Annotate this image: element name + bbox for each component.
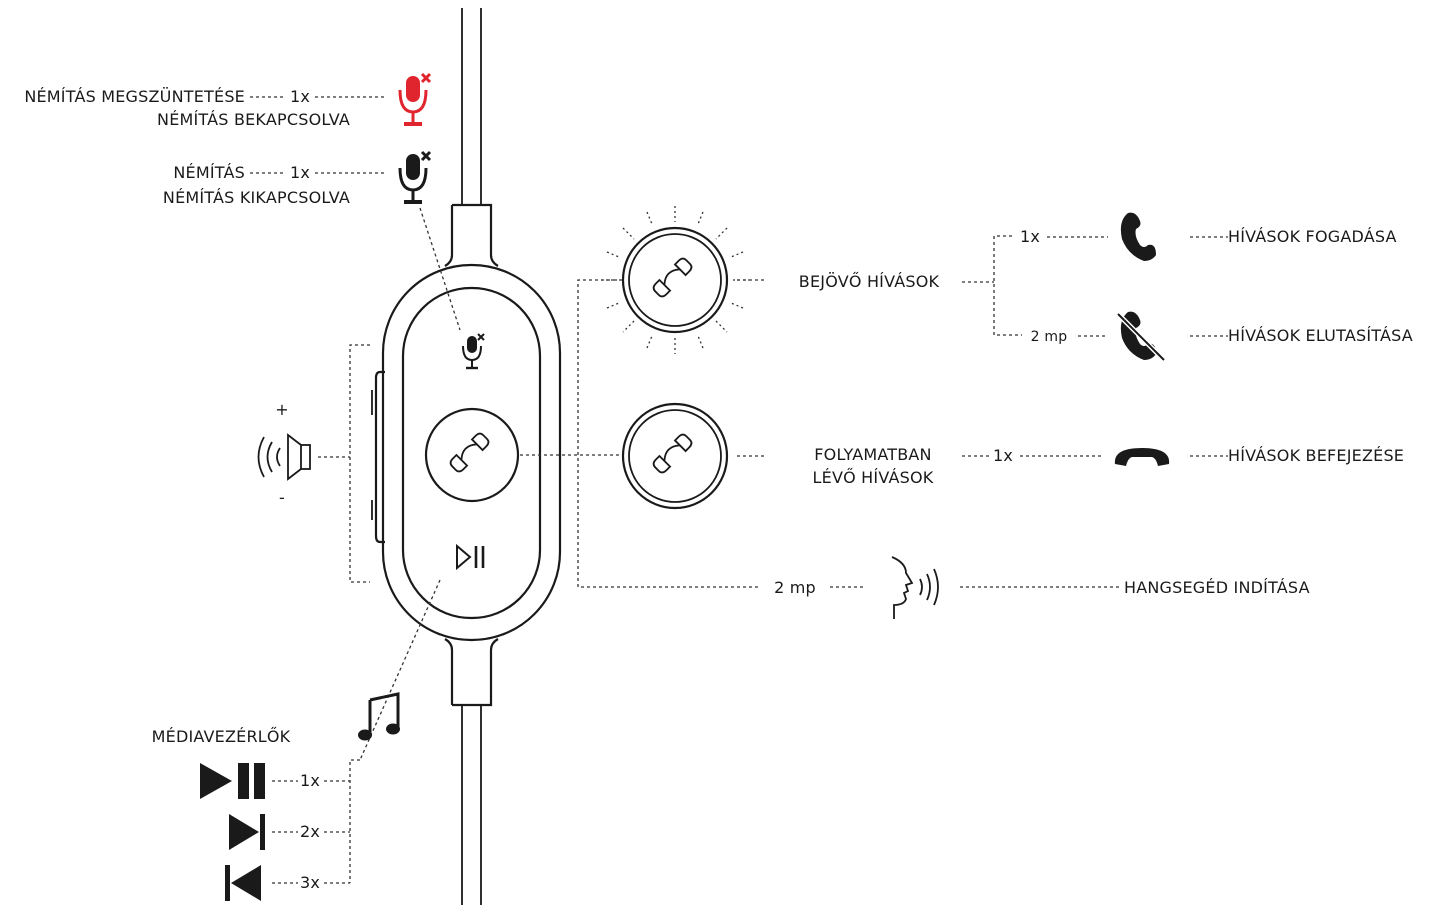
incoming-bracket — [993, 235, 1022, 336]
previous-track-icon — [225, 865, 261, 901]
next-track-icon — [229, 814, 265, 850]
controller-play-pause-icon[interactable] — [456, 543, 485, 571]
reject-calls-label: HÍVÁSOK ELUTASÍTÁSA — [1228, 326, 1413, 345]
music-note-icon — [358, 692, 400, 741]
answer-calls-label: HÍVÁSOK FOGADÁSA — [1228, 227, 1397, 246]
reject-press-duration: 2 mp — [1031, 329, 1068, 345]
volume-bracket — [349, 344, 370, 583]
answer-press-count: 1x — [1020, 227, 1040, 246]
volume-rocker[interactable] — [371, 370, 385, 544]
ongoing-calls-label-line2: LÉVŐ HÍVÁSOK — [813, 467, 934, 487]
voice-assistant-speaking-icon — [891, 556, 939, 619]
reject-phone-icon — [1116, 311, 1166, 362]
end-press-count: 1x — [993, 446, 1013, 465]
media-controls-label: MÉDIAVEZÉRLŐK — [152, 726, 291, 746]
play-pause-icon — [200, 763, 265, 799]
voice-assistant-label: HANGSEGÉD INDÍTÁSA — [1124, 578, 1310, 597]
answer-phone-icon — [1120, 212, 1156, 261]
end-calls-label: HÍVÁSOK BEFEJEZÉSE — [1228, 446, 1404, 465]
mic-muted-red-icon — [398, 72, 432, 126]
controller-outer-shell — [381, 263, 562, 642]
call-handset-icon — [449, 432, 490, 473]
end-call-icon — [1114, 448, 1170, 466]
media-leader-line — [359, 579, 441, 761]
unmute-press-count: 1x — [290, 87, 310, 106]
mute-label: NÉMÍTÁS — [173, 163, 245, 182]
previous-track-press-count: 3x — [300, 873, 320, 892]
voice-assistant-press-duration: 2 mp — [774, 578, 816, 597]
controller-button-panel — [401, 286, 542, 620]
controller-call-button[interactable] — [424, 407, 520, 503]
unmute-label: NÉMÍTÁS MEGSZÜNTETÉSE — [24, 87, 245, 106]
next-track-press-count: 2x — [300, 822, 320, 841]
call-branch-line — [577, 279, 758, 588]
mic-muted-icon — [398, 150, 432, 204]
incoming-calls-label: BEJÖVŐ HÍVÁSOK — [799, 271, 940, 291]
mute-off-label: NÉMÍTÁS KIKAPCSOLVA — [163, 188, 350, 207]
ongoing-call-icon — [621, 402, 729, 510]
cable — [461, 8, 482, 905]
strain-relief — [444, 203, 499, 707]
volume-plus-label: + — [275, 400, 289, 419]
media-bracket — [349, 759, 360, 883]
play-pause-press-count: 1x — [300, 771, 320, 790]
mute-on-label: NÉMÍTÁS BEKAPCSOLVA — [157, 110, 350, 129]
incoming-call-ringing-icon — [601, 206, 749, 354]
speaker-icon — [257, 433, 311, 481]
mute-leader-line — [419, 207, 461, 331]
volume-minus-label: - — [279, 488, 285, 507]
controller-mute-icon[interactable] — [462, 333, 485, 370]
mute-press-count: 1x — [290, 163, 310, 182]
ongoing-calls-label-line1: FOLYAMATBAN — [814, 445, 931, 464]
